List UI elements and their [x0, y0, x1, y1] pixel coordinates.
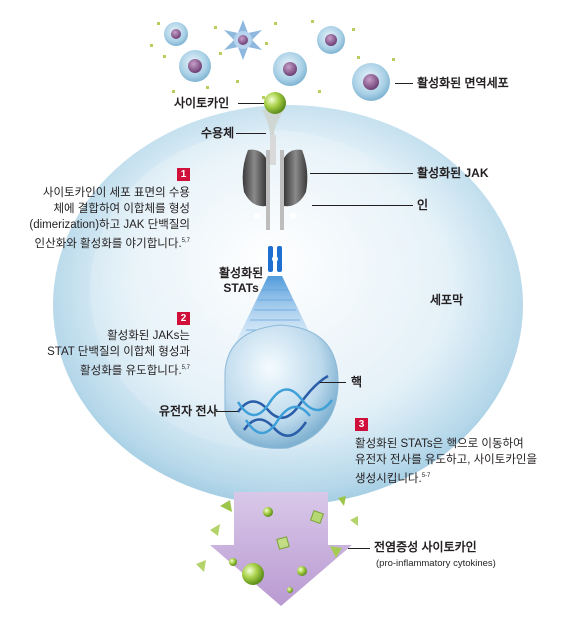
cytokine-particle-icon	[150, 20, 395, 99]
step-1-line: 인산화와 활성화를 야기합니다.5,7	[29, 233, 190, 252]
step-3-line-text: 생성시킵니다.	[355, 472, 422, 485]
step-1-line: (dimerization)하고 JAK 단백질의	[29, 219, 190, 231]
step-3-line: 활성화된 STATs은 핵으로 이동하여	[355, 438, 524, 450]
step-3-line: 유전자 전사를 유도하고, 사이토카인을	[355, 454, 538, 466]
label-proinflammatory-cytokines-en: (pro-inflammatory cytokines)	[376, 558, 496, 569]
step-2-badge: 2	[177, 312, 190, 325]
label-activated-jak: 활성화된 JAK	[417, 166, 489, 180]
step-2-text: 활성화된 JAKs는 STAT 단백질의 이합체 형성과 활성화를 유도합니다.…	[47, 328, 190, 379]
step-3-text: 활성화된 STATs은 핵으로 이동하여 유전자 전사를 유도하고, 사이토카인…	[355, 436, 537, 487]
cytokine-particle-icon	[196, 496, 358, 593]
label-receptor: 수용체	[201, 126, 235, 140]
immune-cell-icon	[164, 22, 188, 46]
label-activated-stats-line1: 활성화된	[219, 266, 264, 280]
step-3-line: 생성시킵니다.5-7	[355, 468, 537, 487]
nucleus-icon	[224, 324, 339, 449]
immune-cell-icon	[317, 26, 345, 54]
step-1-line: 사이토카인이 세포 표면의 수용	[42, 187, 190, 199]
step-2-ref: 5,7	[181, 365, 190, 371]
cytokine-ball-icon	[264, 92, 286, 114]
immune-cell-icon	[273, 52, 307, 86]
step-1-line-text: 인산화와 활성화를 야기합니다.	[34, 237, 182, 250]
step-2-line: 활성화를 유도합니다.5,7	[47, 360, 190, 379]
step-1-ref: 5,7	[181, 238, 190, 244]
step-2-line: 활성화된 JAKs는	[107, 330, 190, 342]
leader-line	[236, 133, 266, 134]
step-1-line: 체에 결합하여 이합체를 형성	[53, 203, 190, 215]
leader-line	[310, 173, 413, 174]
step-2-line-text: 활성화를 유도합니다.	[80, 364, 182, 377]
label-activated-stats: 활성화된 STATs	[219, 266, 263, 296]
label-activated-immune-cells: 활성화된 면역세포	[417, 76, 509, 90]
step-2-line: STAT 단백질의 이합체 형성과	[47, 346, 190, 358]
leader-line	[216, 411, 238, 412]
stat-dimer-icon	[268, 246, 282, 272]
leader-line	[320, 382, 346, 383]
label-cell-membrane: 세포막	[430, 293, 464, 307]
step-3-badge: 3	[355, 418, 368, 431]
leader-line	[395, 83, 413, 84]
immune-cell-icon	[224, 20, 262, 60]
immune-cell-icon	[179, 50, 211, 82]
leader-line	[312, 205, 413, 206]
leader-line	[348, 548, 370, 549]
jak-protein-icon	[242, 149, 308, 230]
receptor-icon	[262, 110, 284, 165]
step-3-ref: 5-7	[421, 473, 431, 479]
label-nucleus: 핵	[351, 375, 363, 389]
step-1-badge: 1	[177, 168, 190, 181]
label-gene-transcription: 유전자 전사	[159, 404, 218, 418]
immune-cell-icon	[352, 63, 390, 101]
step-1-text: 사이토카인이 세포 표면의 수용 체에 결합하여 이합체를 형성 (dimeri…	[29, 185, 190, 252]
label-cytokine: 사이토카인	[174, 96, 230, 110]
leader-line	[238, 103, 264, 104]
dna-helix-icon	[236, 374, 334, 437]
label-proinflammatory-cytokines: 전염증성 사이토카인	[374, 540, 477, 554]
label-activated-stats-line2: STATs	[223, 281, 259, 295]
label-phosphate: 인	[417, 198, 429, 212]
